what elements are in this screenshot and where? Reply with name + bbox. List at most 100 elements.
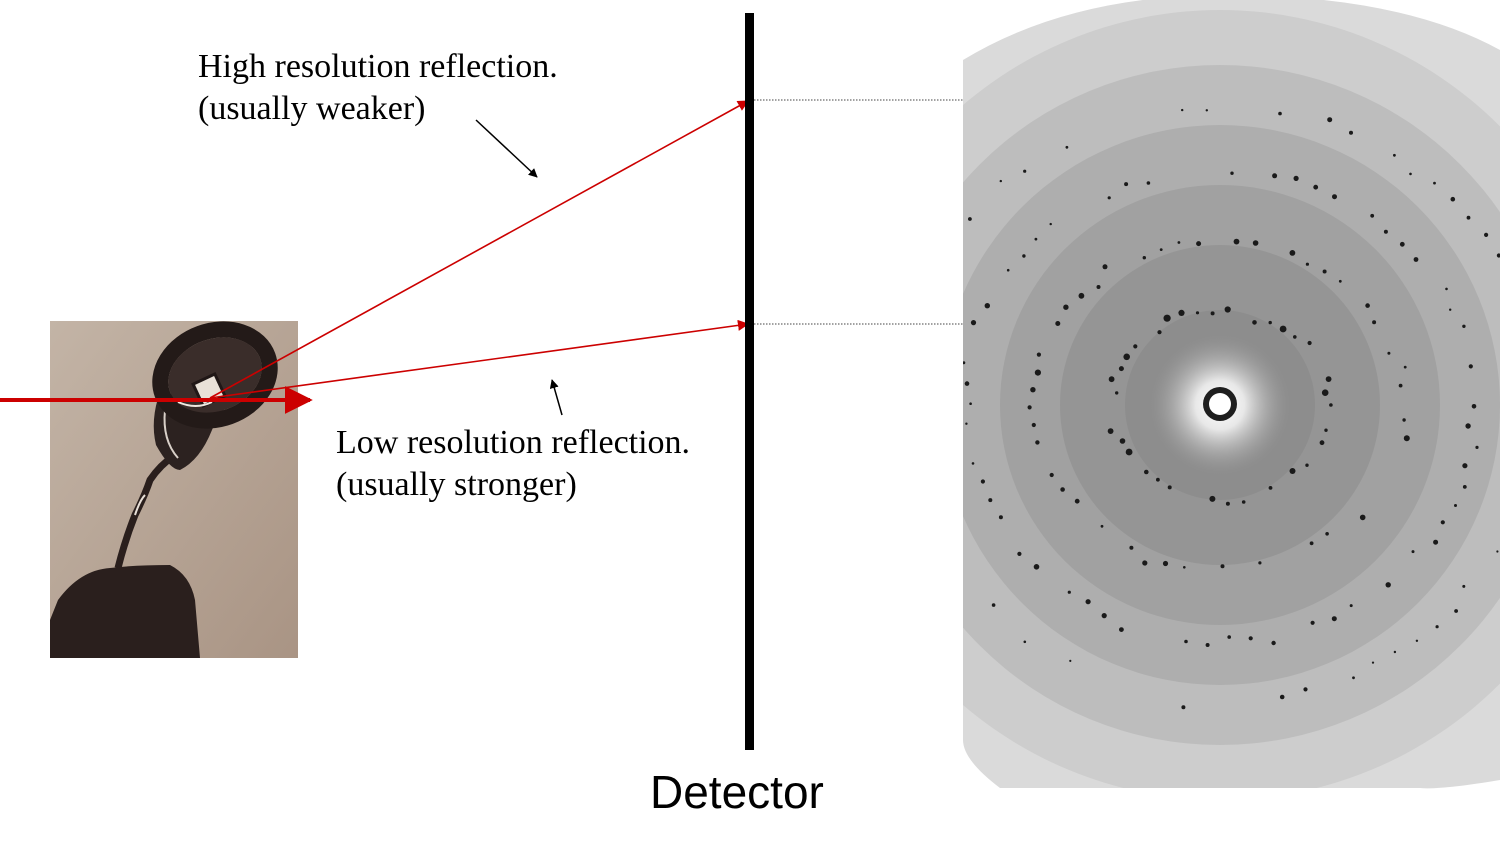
diffraction-spot: [988, 498, 993, 503]
diffraction-spot: [1310, 620, 1315, 625]
diffraction-spot: [1123, 353, 1130, 361]
diffraction-spot: [1142, 560, 1148, 566]
diffraction-spot: [1074, 498, 1080, 504]
diffraction-spot: [1184, 639, 1188, 644]
diffraction-spot: [1067, 590, 1071, 594]
diffraction-spot: [1101, 613, 1107, 619]
crystal-photo: [50, 321, 298, 658]
diffraction-spot: [1220, 564, 1225, 569]
diffraction-spot: [1055, 321, 1061, 326]
diffraction-spot: [1398, 383, 1403, 388]
diffraction-spot: [1465, 423, 1471, 429]
diffraction-spot: [1065, 145, 1069, 149]
diffraction-spot: [1383, 229, 1388, 234]
diffraction-spot: [965, 422, 968, 425]
diffraction-spot: [1209, 495, 1216, 502]
diffraction-spot: [1433, 539, 1439, 545]
diffraction-spot: [971, 462, 975, 465]
diffraction-spot: [1450, 196, 1456, 202]
diffraction-spot: [1035, 440, 1040, 445]
pin-base: [50, 565, 200, 658]
diffraction-spot: [1402, 418, 1406, 422]
diffraction-spot: [1305, 463, 1309, 467]
diffraction-spot: [919, 300, 922, 303]
high-resolution-label-line2: (usually weaker): [198, 90, 426, 127]
diffraction-spot: [1119, 627, 1124, 632]
diffraction-spot: [1293, 335, 1297, 339]
diffraction-spot: [1230, 171, 1234, 175]
diffraction-spot: [964, 381, 970, 386]
diffraction-spot: [1322, 269, 1327, 274]
diffraction-spot: [1034, 237, 1038, 241]
diffraction-spot: [1327, 117, 1333, 123]
diffraction-spot: [1196, 241, 1202, 247]
low-resolution-label-line2: (usually stronger): [336, 466, 577, 503]
diffraction-spot: [1279, 325, 1287, 333]
diffraction-spot: [1475, 445, 1479, 449]
diffraction-spot: [1325, 532, 1329, 536]
diffraction-spot: [1069, 659, 1072, 663]
diffraction-spot: [1324, 428, 1328, 432]
diffraction-spot: [1227, 635, 1231, 639]
diffraction-spot: [1241, 500, 1246, 504]
diffraction-spot: [1129, 545, 1134, 550]
diffraction-spot: [984, 303, 990, 309]
diffraction-spot: [1063, 304, 1069, 310]
diffraction-spot: [1119, 438, 1126, 444]
diffraction-spot: [1031, 422, 1036, 428]
diffraction-spot: [1338, 279, 1342, 283]
diffraction-spot: [1319, 440, 1325, 446]
diffraction-spot: [1124, 182, 1129, 187]
diffraction-spot: [1462, 485, 1467, 489]
diffraction-spot: [1289, 468, 1296, 474]
diffraction-spot: [1036, 352, 1041, 357]
diffraction-spot: [1205, 109, 1209, 112]
diffraction-spot: [1268, 320, 1272, 325]
diffraction-spot: [1462, 324, 1466, 328]
diffraction-spot: [1017, 551, 1022, 557]
diffraction-spot: [1449, 308, 1452, 311]
diffraction-spot: [1034, 369, 1041, 376]
diffraction-spot: [1349, 604, 1353, 608]
diffraction-spot: [931, 531, 933, 533]
diffraction-spot: [906, 415, 910, 419]
diffraction-spot: [1125, 448, 1133, 456]
diffraction-spot: [1118, 366, 1124, 372]
diffraction-spot: [999, 179, 1002, 183]
diffraction-spot: [1107, 196, 1111, 200]
diffraction-spot: [1293, 175, 1299, 181]
diffraction-spot: [1307, 340, 1312, 346]
diffraction-spot: [1370, 213, 1375, 218]
diffraction-spot: [1108, 376, 1115, 383]
diffraction-spot: [1078, 292, 1085, 299]
high-resolution-label: High resolution reflection. (usually wea…: [198, 46, 558, 130]
diffraction-spot: [1183, 566, 1186, 569]
diffraction-spot: [1352, 676, 1355, 680]
low-resolution-pointer-arrow: [549, 379, 563, 416]
diffraction-spot: [1279, 694, 1285, 700]
diffraction-spot: [1433, 181, 1436, 185]
diffraction-spot: [1462, 584, 1466, 588]
diffraction-spot: [1006, 268, 1010, 272]
diffraction-spot: [1303, 687, 1308, 692]
high-resolution-label-line1: High resolution reflection.: [198, 48, 558, 85]
low-resolution-label: Low resolution reflection. (usually stro…: [336, 422, 690, 506]
diffraction-spot: [1305, 262, 1309, 266]
diffraction-spot: [1030, 387, 1036, 393]
diffraction-spot: [946, 548, 951, 553]
diffraction-spot: [1085, 599, 1091, 605]
diffraction-spot: [1023, 169, 1027, 173]
diffraction-spot: [1331, 616, 1337, 622]
diffraction-spot: [1023, 640, 1027, 644]
diffraction-spot: [1278, 111, 1282, 116]
detector-label: Detector: [650, 766, 824, 818]
diffraction-spot: [1454, 504, 1457, 507]
direct-beam-spot: [1209, 393, 1231, 415]
diffraction-spot: [942, 258, 945, 261]
diffraction-spot: [1484, 232, 1489, 237]
diffraction-spot: [1332, 194, 1337, 200]
diffraction-spot: [1454, 609, 1458, 613]
diffraction-spot: [1268, 486, 1273, 490]
diffraction-spot: [1252, 320, 1257, 325]
high-resolution-ray: [209, 100, 749, 399]
